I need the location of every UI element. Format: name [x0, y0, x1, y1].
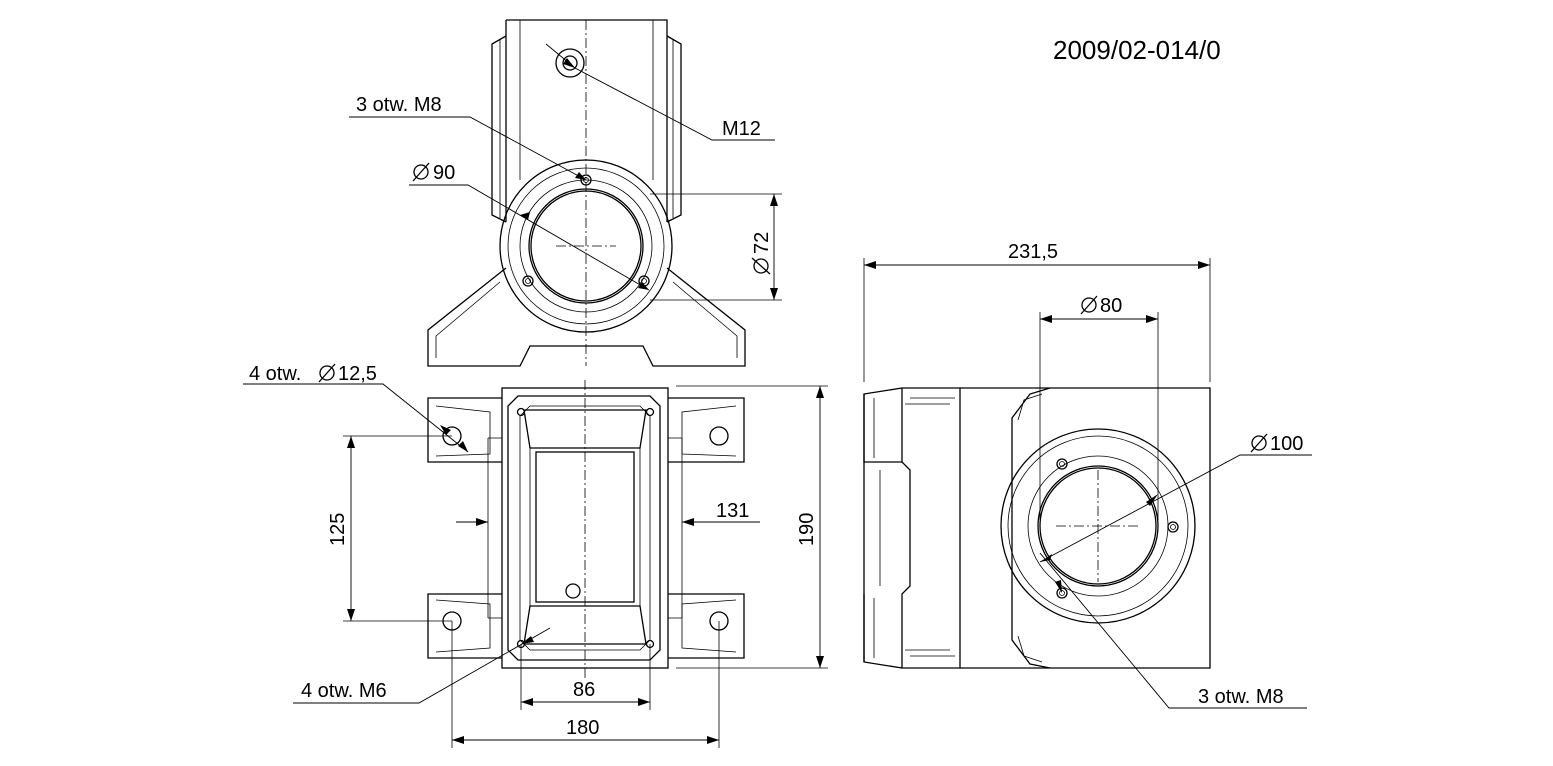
dim125-label: 125	[327, 513, 349, 546]
holes-m6-label: 4 otw. M6	[301, 680, 387, 702]
side-holes-m8-label: 3 otw. M8	[1198, 686, 1284, 708]
dia80-label: 80	[1100, 295, 1122, 317]
holes-12-5-value: 12,5	[338, 363, 377, 385]
diameter-symbol-icon	[318, 363, 336, 383]
top-view	[349, 19, 782, 367]
dia72-label: 72	[751, 232, 773, 254]
drawing-number: 2009/02-014/0	[1053, 35, 1221, 65]
holes-12-5-label: 4 otw.	[249, 363, 301, 385]
dia90-label: 90	[433, 162, 455, 184]
dim231-5-label: 231,5	[1008, 241, 1058, 263]
diameter-symbol-icon	[751, 257, 771, 275]
dim131-label: 131	[716, 500, 749, 522]
m12-label: M12	[722, 118, 761, 140]
side-view	[863, 258, 1312, 709]
plan-view	[243, 380, 828, 748]
diameter-symbol-icon	[1250, 433, 1268, 453]
dim86-label: 86	[573, 679, 595, 701]
dim190-label: 190	[796, 513, 818, 546]
diameter-symbol-icon	[412, 162, 430, 182]
diameter-symbol-icon	[1080, 295, 1098, 315]
dim180-label: 180	[566, 717, 599, 739]
top-holes-m8-label: 3 otw. M8	[356, 94, 442, 116]
dia100-label: 100	[1270, 433, 1303, 455]
